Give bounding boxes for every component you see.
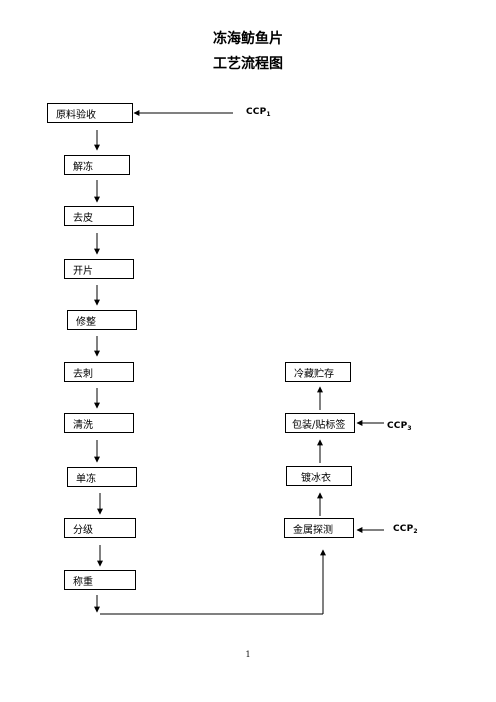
ccp3-label: CCP3 — [387, 421, 412, 432]
diagram-title-line2: 工艺流程图 — [213, 56, 283, 72]
step-raw-material-receiving: 原料验收 — [47, 103, 133, 123]
step-thawing: 解冻 — [64, 155, 130, 175]
step-weighing: 称重 — [64, 570, 136, 590]
step-cold-storage: 冷藏贮存 — [285, 362, 351, 382]
step-packing-labeling: 包装/贴标签 — [285, 413, 355, 433]
step-washing: 清洗 — [64, 413, 134, 433]
step-individual-freezing: 单冻 — [67, 467, 137, 487]
ccp2-label: CCP2 — [393, 524, 418, 535]
step-grading: 分级 — [64, 518, 136, 538]
step-skinning: 去皮 — [64, 206, 134, 226]
ccp1-label: CCP1 — [246, 107, 271, 118]
diagram-title-line1: 冻海鲂鱼片 — [213, 31, 283, 47]
step-metal-detection: 金属探测 — [284, 518, 354, 538]
step-trimming: 修整 — [67, 310, 137, 330]
page-number: 1 — [245, 650, 251, 659]
step-filleting: 开片 — [64, 259, 134, 279]
step-ice-glazing: 镀冰衣 — [286, 466, 352, 486]
step-deboning: 去刺 — [64, 362, 134, 382]
